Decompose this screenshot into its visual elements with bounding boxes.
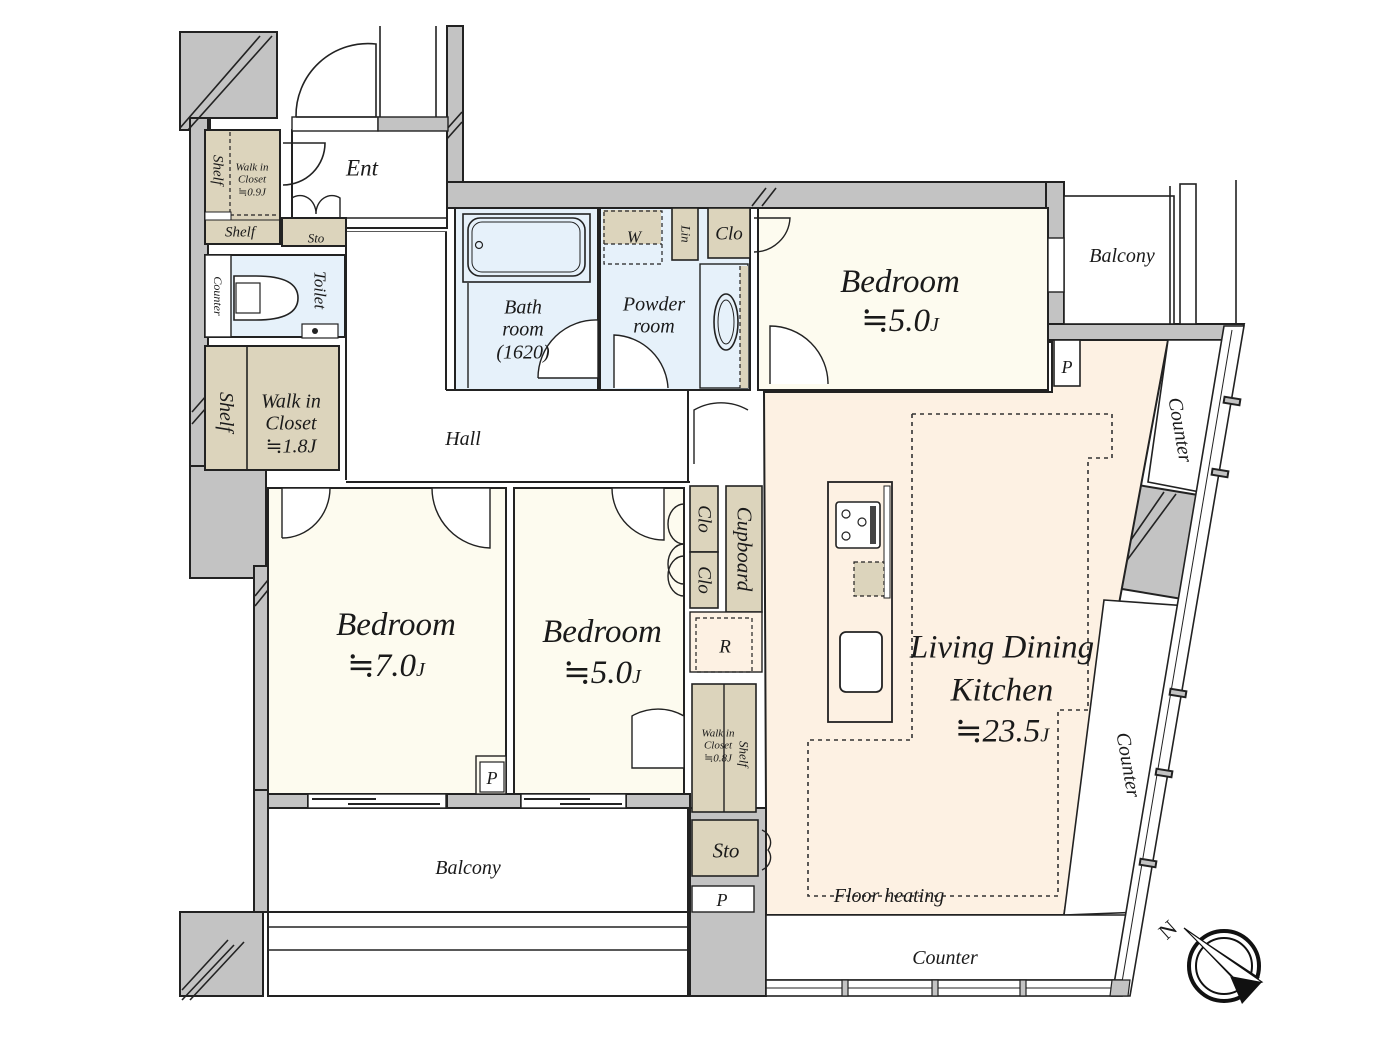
label-storage-entrance: Sto — [307, 230, 325, 246]
label-walk-in-closet-small: Walk in Closet ≒0.9J — [235, 161, 269, 199]
label-balcony-south: Balcony — [435, 857, 501, 879]
label-washer: W — [626, 227, 642, 247]
label-closet-c2: Clo — [693, 566, 715, 594]
label-bedroom-c: Bedroom ≒5.0J — [542, 616, 662, 690]
storage-c — [691, 819, 759, 877]
label-storage-c: Sto — [712, 838, 740, 863]
bathtub-icon — [467, 217, 586, 277]
balcony-ne — [1063, 195, 1175, 325]
balcony-south — [267, 807, 689, 913]
closet-c1 — [689, 485, 719, 553]
compass-icon — [1183, 927, 1264, 1004]
closet-c2 — [689, 551, 719, 609]
bedroom-ne-name: Bedroom — [840, 264, 960, 300]
label-cupboard: Cupboard — [732, 506, 757, 592]
label-bathroom: Bath room (1620) — [496, 296, 550, 364]
floor-heating-outline — [807, 413, 1113, 897]
label-ldk: Living Dining Kitchen ≒23.5J — [909, 629, 1095, 750]
label-refrigerator: R — [719, 636, 731, 658]
bedroom-w-area: ≒7.0J — [347, 648, 425, 684]
label-shelf-c: Shelf — [736, 741, 752, 767]
refrigerator-space — [695, 617, 753, 673]
label-pipe-ne: P — [1061, 357, 1073, 377]
label-toilet: Toilet — [310, 270, 330, 310]
washbasin-icon — [713, 293, 739, 351]
label-pipe-c: P — [716, 890, 728, 910]
label-counter-south: Counter — [912, 947, 978, 969]
label-entrance: Ent — [346, 155, 378, 181]
window-east — [1111, 325, 1245, 997]
cooktop-icon — [835, 501, 881, 549]
toilet-icon — [233, 275, 299, 321]
label-walk-in-closet-hall: Walk in Closet ≒1.8J — [261, 390, 321, 458]
label-bedroom-ne: Bedroom ≒5.0J — [840, 266, 960, 338]
label-pipe-w: P — [486, 768, 498, 788]
ldk-area: ≒23.5J — [954, 713, 1050, 750]
bedroom-ne-area: ≒5.0J — [861, 303, 939, 339]
label-toilet-counter: Counter — [211, 276, 225, 316]
label-shelf-hall: Shelf — [215, 392, 237, 432]
walk-in-closet-small — [204, 129, 281, 245]
ldk-name-line2: Kitchen — [950, 672, 1054, 709]
label-closet-top: Clo — [715, 223, 743, 245]
closet-top — [707, 207, 751, 259]
label-bedroom-w: Bedroom ≒7.0J — [336, 609, 456, 683]
label-hall: Hall — [445, 428, 481, 450]
walk-in-closet-hall — [204, 345, 340, 471]
label-walk-in-closet-c: Walk in Closet ≒0.8J — [701, 727, 735, 765]
bedroom-w-name: Bedroom — [336, 607, 456, 643]
label-shelf-top-horizontal: Shelf — [225, 224, 255, 241]
label-powder-room: Powder room — [622, 293, 686, 338]
label-closet-c1: Clo — [693, 505, 715, 533]
label-balcony-ne: Balcony — [1089, 245, 1155, 267]
cupboard — [725, 485, 763, 613]
bedroom-c-area: ≒5.0J — [563, 655, 641, 691]
label-linen: Lin — [678, 225, 694, 243]
storage-entrance — [281, 217, 347, 247]
label-floor-heating: Floor heating — [833, 885, 945, 907]
linen-closet — [671, 207, 699, 261]
sink-icon — [839, 631, 883, 693]
bedroom-c-name: Bedroom — [542, 614, 662, 650]
label-shelf-top-vertical: Shelf — [209, 155, 226, 185]
ldk-name-line1: Living Dining — [909, 629, 1095, 666]
